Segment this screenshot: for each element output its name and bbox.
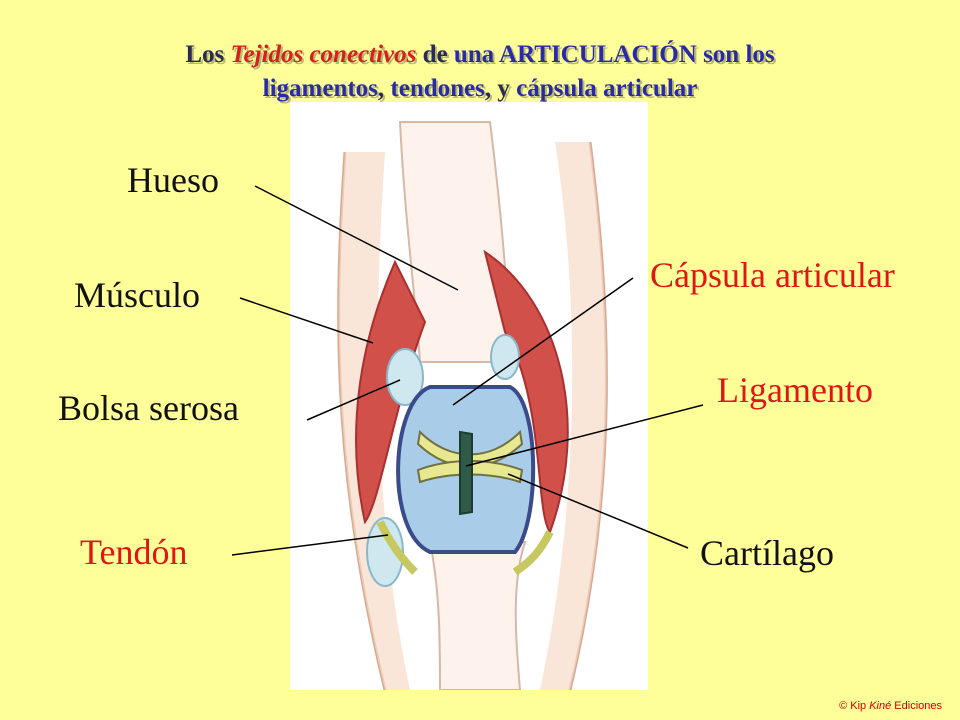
copyright-brand: Kiné [869, 700, 892, 712]
right-muscle [483, 249, 569, 535]
label-hueso: Hueso [127, 160, 219, 200]
label-ligamento: Ligamento [717, 370, 873, 410]
title-comma: , [377, 75, 385, 102]
title-word: ligamentos [262, 75, 378, 102]
copyright-suffix: Ediciones [894, 700, 942, 712]
knee-joint-illustration [290, 102, 648, 691]
slide-title: Los Tejidos conectivos de una ARTICULACI… [60, 38, 900, 106]
title-word: tendones [390, 75, 485, 102]
title-word: cápsula articular [516, 75, 698, 102]
title-word: Los [185, 41, 225, 68]
leader-ligamento [465, 404, 704, 467]
skin-right [540, 142, 607, 690]
leader-hueso [254, 185, 459, 291]
label-bolsa-serosa: Bolsa serosa [58, 388, 239, 428]
label-capsula-articular: Cápsula articular [650, 255, 895, 295]
title-word: son los [703, 41, 775, 68]
title-word: de [422, 41, 448, 68]
label-cartilago: Cartílago [700, 533, 834, 573]
bursa-upper-left [386, 348, 424, 406]
label-tendon: Tendón [80, 532, 188, 572]
leader-capsula [452, 277, 634, 406]
label-musculo: Músculo [74, 275, 200, 315]
title-joint: una ARTICULACIÓN [453, 41, 697, 68]
tendon-left [376, 520, 418, 575]
cruciate-ligament [459, 430, 473, 516]
tendon-right [512, 530, 554, 576]
copyright-prefix: © Kip [839, 700, 867, 712]
bursa-upper-right [490, 334, 520, 380]
leader-bolsa [306, 379, 401, 421]
copyright-notice: © Kip Kiné Ediciones [839, 700, 942, 712]
leader-cartilago [507, 473, 689, 549]
leader-musculo [239, 297, 374, 344]
title-connective-tissue: Tejidos conectivos [230, 41, 417, 68]
title-word: , y [484, 75, 510, 102]
leader-tendon [231, 534, 389, 556]
